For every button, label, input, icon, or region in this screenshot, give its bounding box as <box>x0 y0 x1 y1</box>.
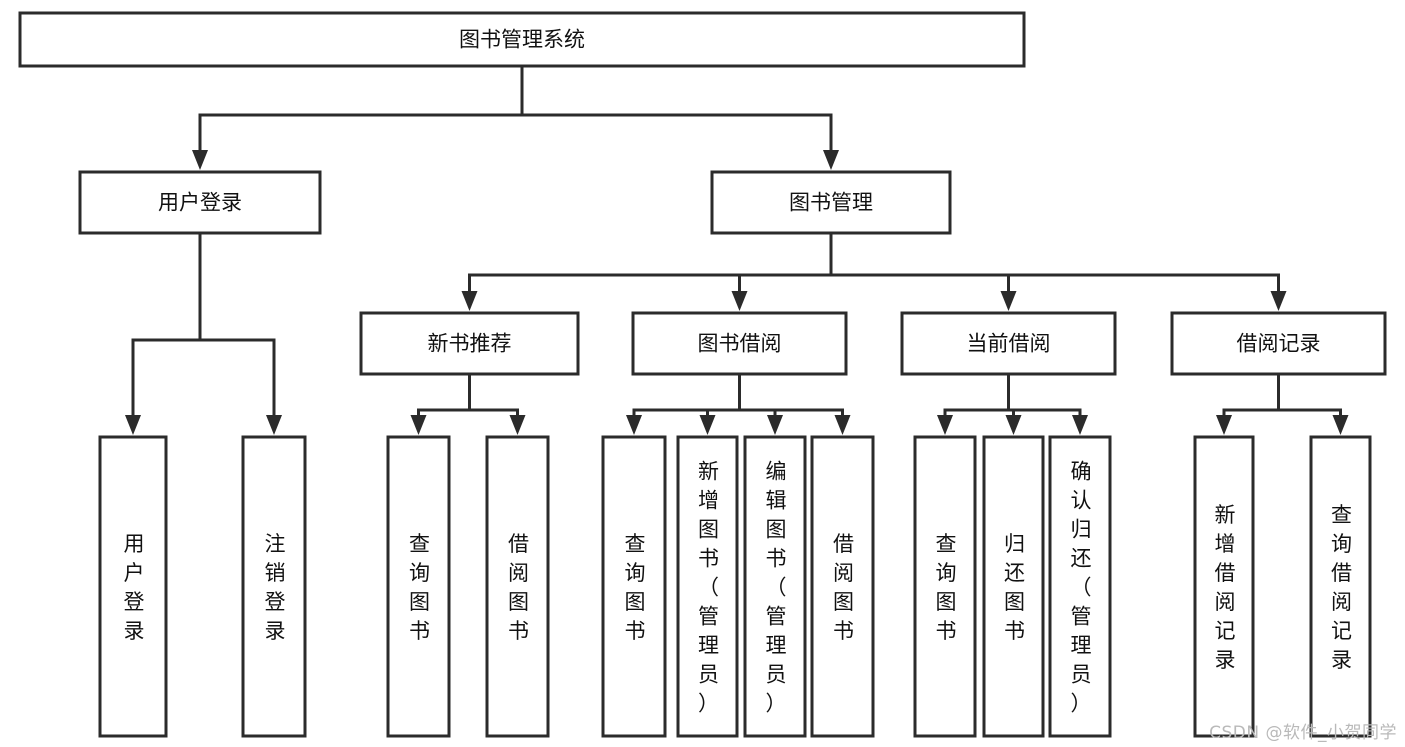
node-leaf-12[interactable]: 查询借阅记录 <box>1309 435 1372 738</box>
node-box[interactable] <box>900 311 1117 376</box>
node-label: 查询图书 <box>936 532 957 643</box>
node-box[interactable] <box>1309 435 1372 738</box>
arrow-head-icon <box>1270 291 1287 311</box>
node-label: 新书推荐 <box>428 332 512 356</box>
arrow-head-icon <box>1005 415 1022 435</box>
node-box[interactable] <box>631 311 848 376</box>
arrow-head-icon <box>1216 415 1232 435</box>
node-level3-2[interactable]: 当前借阅 <box>900 311 1117 376</box>
node-leaf-2[interactable]: 查询图书 <box>386 435 451 738</box>
node-label: 用户登录 <box>158 191 242 215</box>
node-label: 当前借阅 <box>967 332 1051 356</box>
arrow-head-icon <box>1000 291 1017 311</box>
node-label: 归还图书 <box>1004 532 1025 643</box>
node-box[interactable] <box>1170 311 1387 376</box>
node-level2-1[interactable]: 图书管理 <box>710 170 952 235</box>
node-leaf-0[interactable]: 用户登录 <box>98 435 168 738</box>
node-leaf-10[interactable]: 确认归还（管理员） <box>1048 435 1112 738</box>
node-label: 图书借阅 <box>698 332 782 356</box>
node-box[interactable] <box>676 435 739 738</box>
node-box[interactable] <box>18 11 1026 68</box>
arrow-head-icon <box>834 415 851 435</box>
node-leaf-11[interactable]: 新增借阅记录 <box>1193 435 1255 738</box>
node-box[interactable] <box>359 311 580 376</box>
arrow-head-icon <box>461 291 478 311</box>
arrow-head-icon <box>192 150 208 170</box>
node-level3-1[interactable]: 图书借阅 <box>631 311 848 376</box>
arrow-head-icon <box>1332 415 1349 435</box>
node-label: 用户登录 <box>124 532 145 643</box>
node-label: 借阅记录 <box>1237 332 1321 356</box>
arrow-head-icon <box>823 150 839 170</box>
arrow-head-icon <box>509 415 526 435</box>
node-box[interactable] <box>78 170 322 235</box>
node-leaf-5[interactable]: 新增图书（管理员） <box>676 435 739 738</box>
node-leaf-7[interactable]: 借阅图书 <box>810 435 875 738</box>
node-leaf-6[interactable]: 编辑图书（管理员） <box>743 435 807 738</box>
node-box[interactable] <box>386 435 451 738</box>
node-level3-3[interactable]: 借阅记录 <box>1170 311 1387 376</box>
node-label: 查询借阅记录 <box>1331 503 1352 672</box>
node-box[interactable] <box>810 435 875 738</box>
arrow-head-icon <box>731 291 748 311</box>
node-label: 借阅图书 <box>508 532 529 643</box>
node-box[interactable] <box>1048 435 1112 738</box>
arrow-head-icon <box>699 415 716 435</box>
arrow-head-icon <box>767 415 783 435</box>
node-label: 新增借阅记录 <box>1215 503 1236 672</box>
node-leaf-4[interactable]: 查询图书 <box>601 435 667 738</box>
node-box[interactable] <box>710 170 952 235</box>
node-box[interactable] <box>743 435 807 738</box>
node-box[interactable] <box>913 435 977 738</box>
arrow-head-icon <box>125 415 141 435</box>
arrow-head-icon <box>410 415 427 435</box>
node-label: 注销登录 <box>265 532 286 643</box>
node-leaf-3[interactable]: 借阅图书 <box>485 435 550 738</box>
node-label: 查询图书 <box>409 532 430 643</box>
node-label: 图书管理系统 <box>459 28 585 52</box>
csdn-watermark: CSDN @软件_小贺同学 <box>1209 723 1397 743</box>
node-label: 新增图书（管理员） <box>698 460 719 716</box>
arrow-head-icon <box>937 415 953 435</box>
node-box[interactable] <box>982 435 1045 738</box>
node-box[interactable] <box>601 435 667 738</box>
node-label: 图书管理 <box>789 191 873 215</box>
node-root[interactable]: 图书管理系统 <box>18 11 1026 68</box>
node-leaf-9[interactable]: 归还图书 <box>982 435 1045 738</box>
node-box[interactable] <box>485 435 550 738</box>
node-box[interactable] <box>241 435 307 738</box>
node-label: 查询图书 <box>625 532 646 643</box>
node-leaf-1[interactable]: 注销登录 <box>241 435 307 738</box>
arrow-head-icon <box>626 415 642 435</box>
arrow-head-icon <box>266 415 282 435</box>
connector-layer <box>125 64 1349 435</box>
node-label: 编辑图书（管理员） <box>766 460 787 716</box>
node-box[interactable] <box>98 435 168 738</box>
node-box[interactable] <box>1193 435 1255 738</box>
node-layer: 图书管理系统用户登录图书管理新书推荐图书借阅当前借阅借阅记录用户登录注销登录查询… <box>18 11 1387 738</box>
node-level2-0[interactable]: 用户登录 <box>78 170 322 235</box>
arrow-head-icon <box>1072 415 1088 435</box>
node-leaf-8[interactable]: 查询图书 <box>913 435 977 738</box>
node-level3-0[interactable]: 新书推荐 <box>359 311 580 376</box>
node-label: 确认归还（管理员） <box>1071 460 1092 716</box>
node-label: 借阅图书 <box>833 532 854 643</box>
